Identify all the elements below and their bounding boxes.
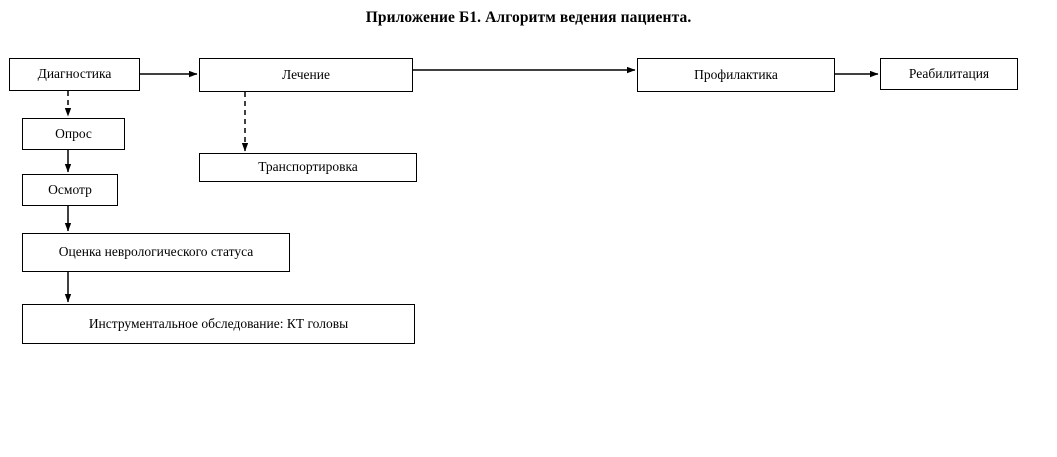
page-title: Приложение Б1. Алгоритм ведения пациента… <box>365 9 692 26</box>
node-profilaktika[interactable]: Профилактика <box>637 58 835 92</box>
node-osmotr[interactable]: Осмотр <box>22 174 118 206</box>
node-reabilitaciya[interactable]: Реабилитация <box>880 58 1018 90</box>
node-opros[interactable]: Опрос <box>22 118 125 150</box>
node-instrumentalnoe-obsledovanie-kt[interactable]: Инструментальное обследование: КТ головы <box>22 304 415 344</box>
node-lechenie[interactable]: Лечение <box>199 58 413 92</box>
node-transportirovka[interactable]: Транспортировка <box>199 153 417 182</box>
node-ocenka-nevrologicheskogo-statusa[interactable]: Оценка неврологического статуса <box>22 233 290 272</box>
node-diagnostika[interactable]: Диагностика <box>9 58 140 91</box>
